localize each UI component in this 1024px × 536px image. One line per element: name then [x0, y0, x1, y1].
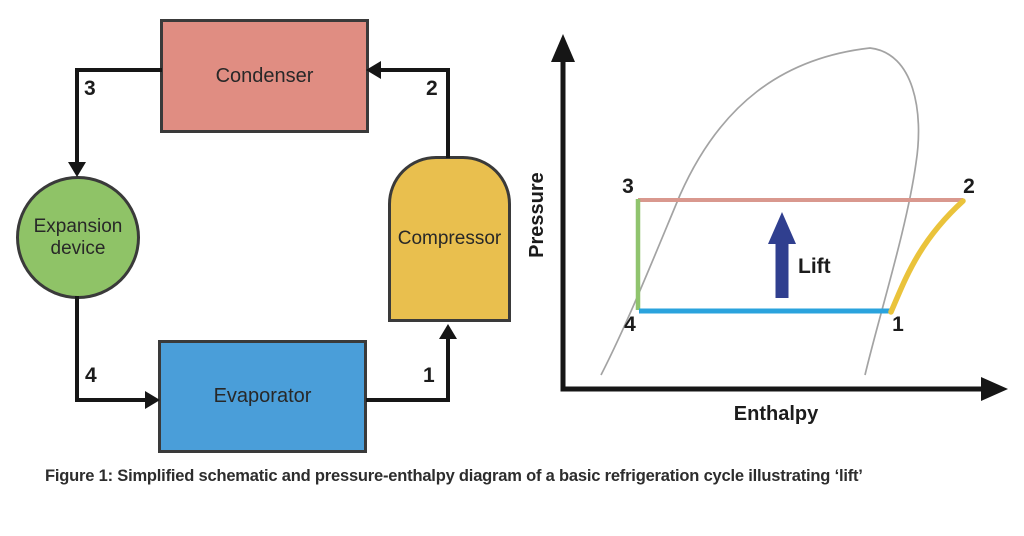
evaporator-box: Evaporator: [158, 340, 367, 453]
compressor-label: Compressor: [397, 228, 502, 250]
arrow-up-icon: [439, 324, 457, 339]
saturation-dome-curve: [600, 47, 920, 376]
axes-lines: [560, 56, 984, 392]
state-point-4: 4: [85, 364, 97, 387]
state-point-3: 3: [84, 77, 96, 100]
arrow-down-icon: [68, 162, 86, 177]
ph-point-4: 4: [624, 313, 636, 336]
pressure-axis-label: Pressure: [526, 172, 548, 258]
ph-point-1: 1: [892, 313, 904, 336]
condenser-box: Condenser: [160, 19, 369, 133]
arrow-left-icon: [366, 61, 381, 79]
enthalpy-axis-arrow-icon: [981, 377, 1008, 401]
pipe-3-horizontal: [75, 68, 162, 72]
enthalpy-axis-label: Enthalpy: [734, 403, 819, 425]
state-point-1: 1: [423, 364, 435, 387]
pipe-2-vertical: [446, 68, 450, 158]
lift-label: Lift: [798, 255, 831, 278]
expansion-device-label: Expansion device: [33, 215, 123, 259]
expansion-device-circle: Expansion device: [16, 176, 140, 299]
pipe-1-horizontal: [366, 398, 450, 402]
pipe-4-horizontal: [75, 398, 145, 402]
state-point-2: 2: [426, 77, 438, 100]
arrow-right-icon: [145, 391, 160, 409]
pipe-1-vertical: [446, 338, 450, 402]
pressure-enthalpy-diagram: Lift 3 2 4 1 Pressure Enthalpy: [526, 34, 1008, 425]
compressor-shape: Compressor: [388, 156, 511, 322]
condenser-label: Condenser: [215, 64, 314, 87]
compression-curve-1-to-2: [888, 198, 966, 315]
ph-point-2: 2: [963, 175, 975, 198]
lift-arrow-head-icon: [768, 212, 796, 244]
ph-point-3: 3: [622, 175, 634, 198]
evaporator-label: Evaporator: [213, 385, 312, 407]
pipe-4-vertical: [75, 296, 79, 402]
lift-arrow-shaft: [775, 241, 789, 298]
pipe-2-horizontal: [380, 68, 450, 72]
figure-caption: Figure 1: Simplified schematic and press…: [45, 467, 863, 485]
pressure-axis-arrow-icon: [551, 34, 575, 62]
pipe-3-vertical: [75, 68, 79, 162]
